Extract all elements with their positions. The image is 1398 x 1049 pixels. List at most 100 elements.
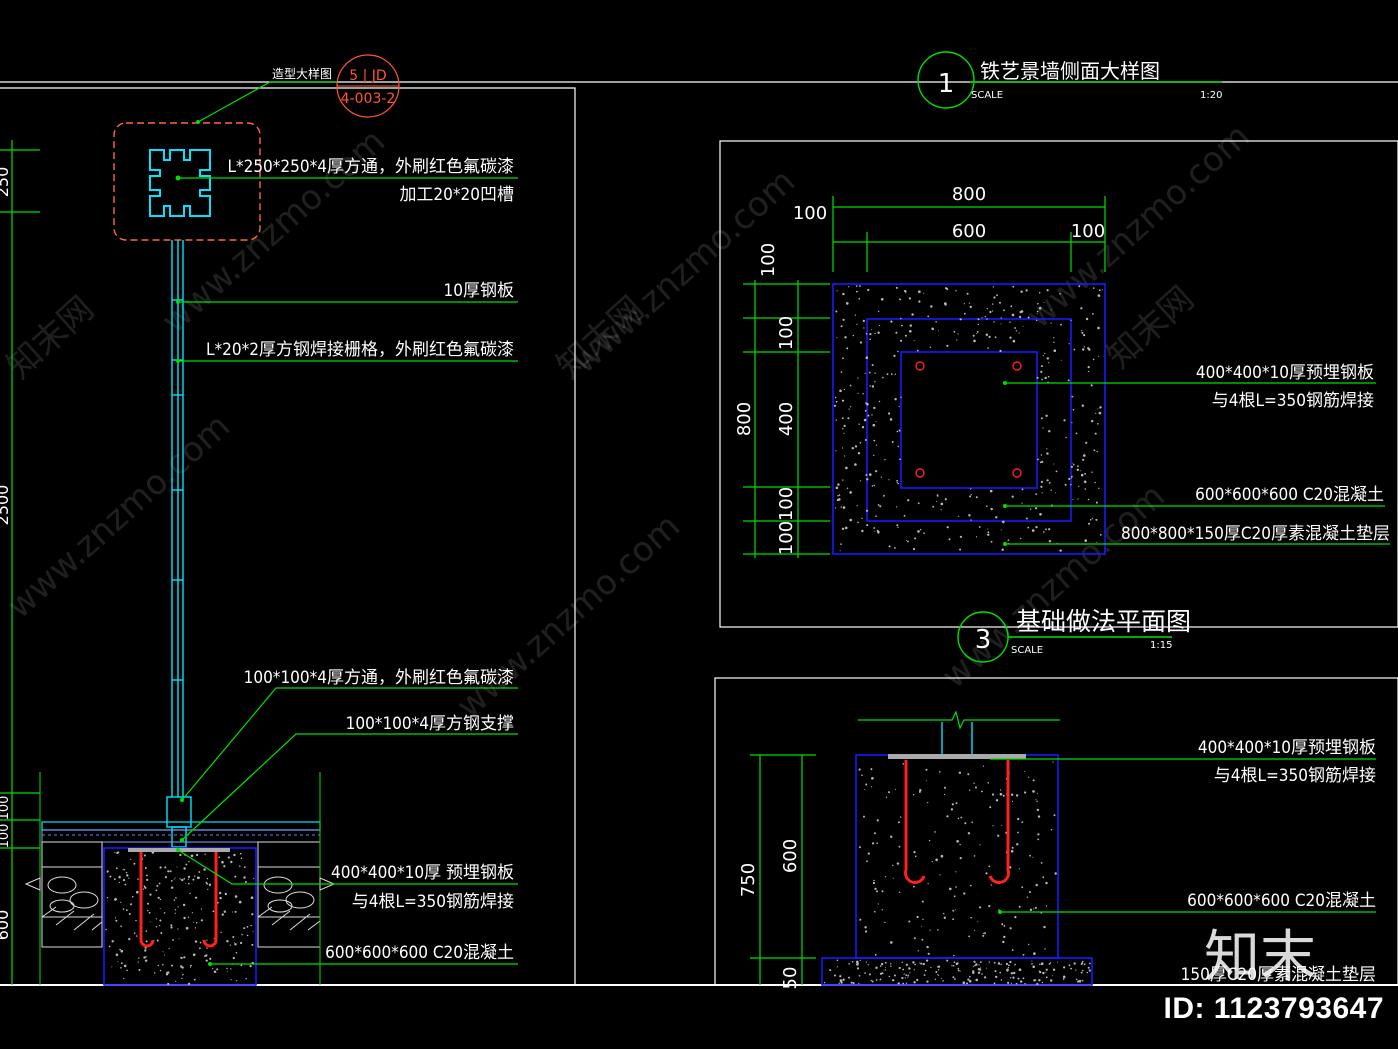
- concrete-speck: [937, 969, 940, 971]
- concrete-speck: [939, 874, 941, 876]
- concrete-speck: [1035, 507, 1038, 510]
- concrete-speck: [880, 298, 884, 301]
- concrete-speck: [115, 917, 117, 919]
- concrete-speck: [858, 297, 860, 300]
- concrete-speck: [178, 938, 180, 940]
- concrete-speck: [878, 400, 881, 403]
- concrete-speck: [1081, 331, 1084, 334]
- concrete-speck: [213, 938, 215, 940]
- concrete-speck: [1015, 982, 1018, 985]
- concrete-speck: [893, 354, 896, 357]
- concrete-speck: [931, 861, 933, 863]
- concrete-speck: [1048, 528, 1051, 531]
- concrete-speck: [1010, 982, 1013, 984]
- concrete-speck: [873, 406, 876, 410]
- concrete-speck: [852, 334, 854, 337]
- concrete-speck: [889, 418, 893, 421]
- concrete-speck: [1070, 483, 1072, 486]
- concrete-speck: [1039, 461, 1042, 464]
- concrete-speck: [865, 356, 869, 360]
- concrete-speck: [842, 357, 844, 360]
- concrete-speck: [929, 929, 931, 931]
- concrete-speck: [989, 310, 992, 314]
- concrete-speck: [890, 963, 892, 965]
- concrete-speck: [1052, 975, 1054, 977]
- concrete-speck: [1012, 339, 1016, 343]
- concrete-speck: [113, 878, 116, 881]
- concrete-speck: [1041, 378, 1043, 381]
- concrete-speck: [1011, 305, 1013, 307]
- concrete-speck: [1064, 483, 1067, 486]
- concrete-speck: [877, 530, 880, 534]
- concrete-speck: [912, 547, 916, 551]
- concrete-speck: [123, 869, 126, 871]
- concrete-speck: [900, 317, 902, 320]
- concrete-speck: [1014, 916, 1017, 919]
- concrete-speck: [230, 979, 232, 981]
- concrete-speck: [988, 905, 991, 908]
- concrete-speck: [146, 878, 149, 882]
- concrete-speck: [220, 931, 222, 933]
- concrete-speck: [1083, 346, 1086, 348]
- concrete-speck: [976, 331, 979, 333]
- concrete-speck: [879, 505, 882, 508]
- concrete-speck: [1028, 891, 1031, 894]
- concrete-speck: [846, 302, 849, 305]
- concrete-speck: [918, 790, 921, 793]
- concrete-speck: [1078, 285, 1081, 288]
- concrete-speck: [874, 372, 876, 374]
- concrete-speck: [839, 979, 843, 982]
- concrete-speck: [863, 327, 865, 329]
- concrete-speck: [930, 966, 932, 969]
- concrete-speck: [183, 916, 186, 920]
- concrete-speck: [959, 318, 962, 321]
- concrete-speck: [1040, 962, 1044, 965]
- concrete-speck: [871, 329, 873, 331]
- concrete-speck: [952, 909, 955, 912]
- concrete-speck: [868, 973, 871, 976]
- plan-vdim-100-c: 100: [776, 521, 797, 555]
- concrete-speck: [865, 783, 868, 786]
- concrete-speck: [988, 335, 991, 338]
- concrete-speck: [982, 934, 985, 937]
- concrete-speck: [1020, 980, 1023, 983]
- concrete-speck: [1040, 454, 1043, 456]
- concrete-speck: [874, 530, 876, 532]
- concrete-speck: [1010, 972, 1014, 975]
- concrete-speck: [170, 880, 173, 882]
- concrete-speck: [144, 867, 147, 869]
- concrete-speck: [837, 495, 839, 497]
- concrete-speck: [1042, 427, 1044, 429]
- concrete-speck: [867, 964, 869, 966]
- concrete-speck: [882, 376, 884, 379]
- concrete-speck: [117, 961, 119, 963]
- concrete-speck: [245, 978, 247, 980]
- concrete-speck: [906, 539, 907, 541]
- concrete-speck: [925, 780, 927, 782]
- concrete-speck: [937, 974, 939, 976]
- concrete-speck: [1028, 776, 1030, 778]
- concrete-speck: [956, 339, 958, 341]
- concrete-speck: [1001, 824, 1003, 826]
- concrete-speck: [1003, 925, 1006, 927]
- concrete-speck: [939, 771, 941, 773]
- concrete-speck: [927, 952, 930, 955]
- concrete-speck: [898, 891, 901, 893]
- concrete-speck: [1039, 963, 1041, 966]
- concrete-speck: [123, 964, 127, 968]
- concrete-speck: [1088, 348, 1091, 350]
- concrete-speck: [859, 918, 862, 921]
- concrete-speck: [858, 423, 860, 425]
- concrete-speck: [882, 495, 885, 497]
- concrete-speck: [864, 926, 867, 929]
- concrete-speck: [243, 876, 246, 879]
- concrete-speck: [963, 892, 966, 895]
- concrete-speck: [943, 916, 946, 919]
- concrete-speck: [835, 310, 838, 313]
- concrete-speck: [869, 333, 872, 336]
- concrete-speck: [981, 317, 983, 319]
- concrete-speck: [109, 875, 112, 878]
- concrete-speck: [1036, 800, 1038, 803]
- concrete-speck: [193, 978, 196, 981]
- concrete-speck: [156, 939, 159, 942]
